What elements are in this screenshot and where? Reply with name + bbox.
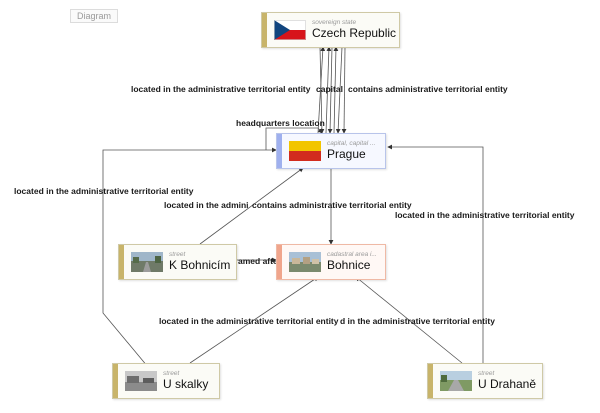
node-label: U skalky (163, 377, 209, 392)
node-kind: capital, capital ... (327, 140, 376, 148)
edge-label-hq: headquarters location (236, 118, 325, 128)
czech-flag-icon (274, 20, 306, 40)
node-type-bar (113, 364, 118, 398)
edge-label-top-mid: capital (316, 84, 343, 94)
edge-label-bottom-left: located in the administrative territoria… (159, 316, 339, 326)
edge-label-left: located in the administrative territoria… (14, 186, 194, 196)
edge-label-mid-left: located in the admini (164, 200, 249, 210)
diagram-tab[interactable]: Diagram (70, 9, 119, 23)
street-photo-icon (125, 371, 157, 391)
edge-label-top-right: contains administrative territorial enti… (348, 84, 508, 94)
edge-kbohnicim-prague (199, 167, 304, 245)
edge-label-right: located in the administrative territoria… (395, 210, 575, 220)
edge-label-top-left: located in the administrative territoria… (131, 84, 311, 94)
edge-czech-prague-4 (341, 46, 347, 134)
node-label: Prague (327, 147, 366, 162)
node-kind: street (163, 370, 180, 378)
node-label: Czech Republic (312, 26, 397, 41)
node-type-bar (277, 134, 282, 168)
street-photo-icon (131, 252, 163, 272)
node-bohnice[interactable]: cadastral area i... Bohnice (276, 244, 386, 280)
node-kind: street (169, 251, 186, 259)
node-kind: sovereign state (312, 19, 357, 27)
node-type-bar (428, 364, 433, 398)
node-u-drahane[interactable]: street U Drahaně (427, 363, 543, 399)
edge-hq (265, 127, 323, 150)
node-label: Bohnice (327, 258, 371, 273)
node-label: K Bohnicím (169, 258, 231, 273)
edge-prague-czech-1 (317, 46, 326, 134)
node-kind: street (478, 370, 495, 378)
edge-label-bottom-right: d in the administrative territorial enti… (340, 316, 495, 326)
edge-czech-prague-1 (319, 46, 325, 134)
edge-uskalky-bohnice (189, 276, 319, 364)
node-type-bar (277, 245, 282, 279)
street-photo-icon (440, 371, 472, 391)
node-czech-republic[interactable]: sovereign state Czech Republic (261, 12, 400, 48)
edge-czech-prague-3 (335, 46, 343, 134)
node-type-bar (119, 245, 124, 279)
edge-czech-prague-2 (327, 46, 333, 134)
area-photo-icon (289, 252, 321, 272)
edge-udrahane-bohnice (355, 276, 463, 364)
edge-udrahane-prague (387, 144, 484, 367)
node-u-skalky[interactable]: street U skalky (112, 363, 220, 399)
edge-label-named: amed afte (238, 256, 278, 266)
node-type-bar (262, 13, 267, 47)
node-kind: cadastral area i... (327, 251, 377, 259)
node-k-bohnicim[interactable]: street K Bohnicím (118, 244, 237, 280)
node-label: U Drahaně (478, 377, 537, 392)
edge-uskalky-prague (102, 147, 277, 368)
edge-label-mid-right: contains administrative territorial enti… (252, 200, 412, 210)
edge-prague-czech-3 (333, 46, 339, 134)
edge-prague-czech-2 (325, 46, 332, 134)
prague-flag-icon (289, 141, 321, 161)
node-prague[interactable]: capital, capital ... Prague (276, 133, 386, 169)
